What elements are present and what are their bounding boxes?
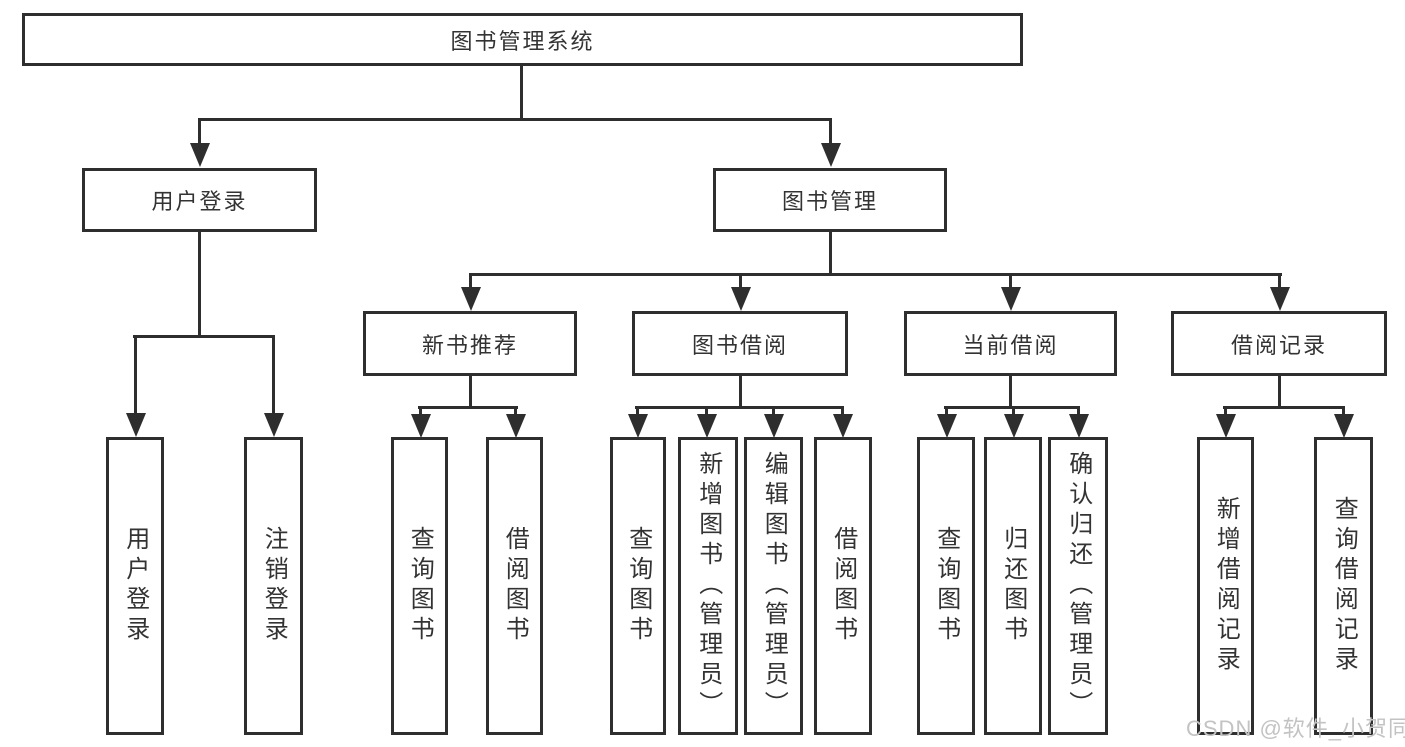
arrow-down-connector (1224, 407, 1227, 414)
connector-line (198, 118, 832, 121)
arrow-down-connector (198, 120, 201, 143)
node-label: 当前借阅 (962, 332, 1059, 358)
arrow-down-connector (829, 120, 832, 143)
arrow-down-connector (272, 337, 275, 413)
node-user-login: 用户登录 (82, 168, 317, 232)
arrow-down-connector (469, 275, 472, 287)
arrow-down-connector (514, 407, 517, 414)
node-label: 查询图书 (932, 526, 960, 646)
node-library-system: 图书管理系统 (22, 13, 1023, 66)
leaf-add-book-admin: 新增图书（管理员） (678, 437, 738, 735)
node-label: 图书管理系统 (450, 28, 595, 54)
arrow-down-connector (636, 407, 639, 414)
node-label: 新增图书（管理员） (694, 451, 722, 721)
leaf-edit-book-admin: 编辑图书（管理员） (744, 437, 803, 735)
node-label: 确认归还（管理员） (1064, 451, 1092, 721)
arrow-down-connector (1077, 407, 1080, 414)
node-label: 新增借阅记录 (1212, 496, 1240, 676)
arrow-down-connector (419, 407, 422, 414)
connector-line (469, 273, 1282, 276)
connector-line (1223, 406, 1345, 409)
leaf-query-books-recommend: 查询图书 (391, 437, 448, 735)
node-borrowing-records: 借阅记录 (1171, 311, 1387, 376)
arrow-down-connector (1342, 407, 1345, 414)
node-label: 归还图书 (999, 526, 1027, 646)
node-label: 用户登录 (121, 526, 149, 646)
leaf-confirm-return-admin: 确认归还（管理员） (1048, 437, 1108, 735)
node-book-management: 图书管理 (713, 168, 947, 232)
leaf-borrow-books-borrowing: 借阅图书 (814, 437, 872, 735)
connector-line (469, 375, 472, 408)
leaf-query-books-current: 查询图书 (917, 437, 975, 735)
node-label: 图书借阅 (691, 332, 788, 358)
arrow-down-connector (841, 407, 844, 414)
connector-line (1278, 375, 1281, 408)
leaf-borrow-books-recommend: 借阅图书 (486, 437, 543, 735)
node-label: 借阅图书 (829, 526, 857, 646)
connector-line (418, 406, 518, 409)
connector-line (133, 335, 275, 338)
arrow-down-connector (945, 407, 948, 414)
node-label: 查询借阅记录 (1330, 496, 1358, 676)
node-current-borrowing: 当前借阅 (904, 311, 1117, 376)
node-label: 查询图书 (406, 526, 434, 646)
arrow-down-connector (134, 337, 137, 413)
arrow-down-connector (1009, 275, 1012, 287)
node-label: 注销登录 (260, 526, 288, 646)
leaf-logout: 注销登录 (244, 437, 303, 735)
connector-line (829, 231, 832, 275)
connector-line (520, 65, 523, 120)
leaf-query-borrow-record: 查询借阅记录 (1314, 437, 1373, 735)
node-new-book-recommend: 新书推荐 (363, 311, 577, 376)
node-label: 新书推荐 (421, 332, 518, 358)
leaf-user-login: 用户登录 (106, 437, 164, 735)
watermark: CSDN @软件_小贺同学 (1186, 716, 1405, 741)
leaf-add-borrow-record: 新增借阅记录 (1197, 437, 1254, 735)
node-label: 图书管理 (781, 189, 878, 214)
connector-line (198, 231, 201, 337)
node-label: 用户登录 (151, 189, 248, 214)
node-label: 借阅记录 (1230, 332, 1327, 358)
arrow-down-connector (1012, 407, 1015, 414)
arrow-down-connector (1278, 275, 1281, 287)
connector-line (1009, 375, 1012, 408)
leaf-query-books-borrowing: 查询图书 (610, 437, 666, 735)
connector-line (739, 375, 742, 408)
leaf-return-book: 归还图书 (984, 437, 1042, 735)
connector-line (635, 406, 844, 409)
node-label: 查询图书 (624, 526, 652, 646)
arrow-down-connector (739, 275, 742, 287)
node-label: 编辑图书（管理员） (760, 451, 788, 721)
arrow-down-connector (772, 407, 775, 414)
arrow-down-connector (705, 407, 708, 414)
node-label: 借阅图书 (501, 526, 529, 646)
node-book-borrowing: 图书借阅 (632, 311, 848, 376)
